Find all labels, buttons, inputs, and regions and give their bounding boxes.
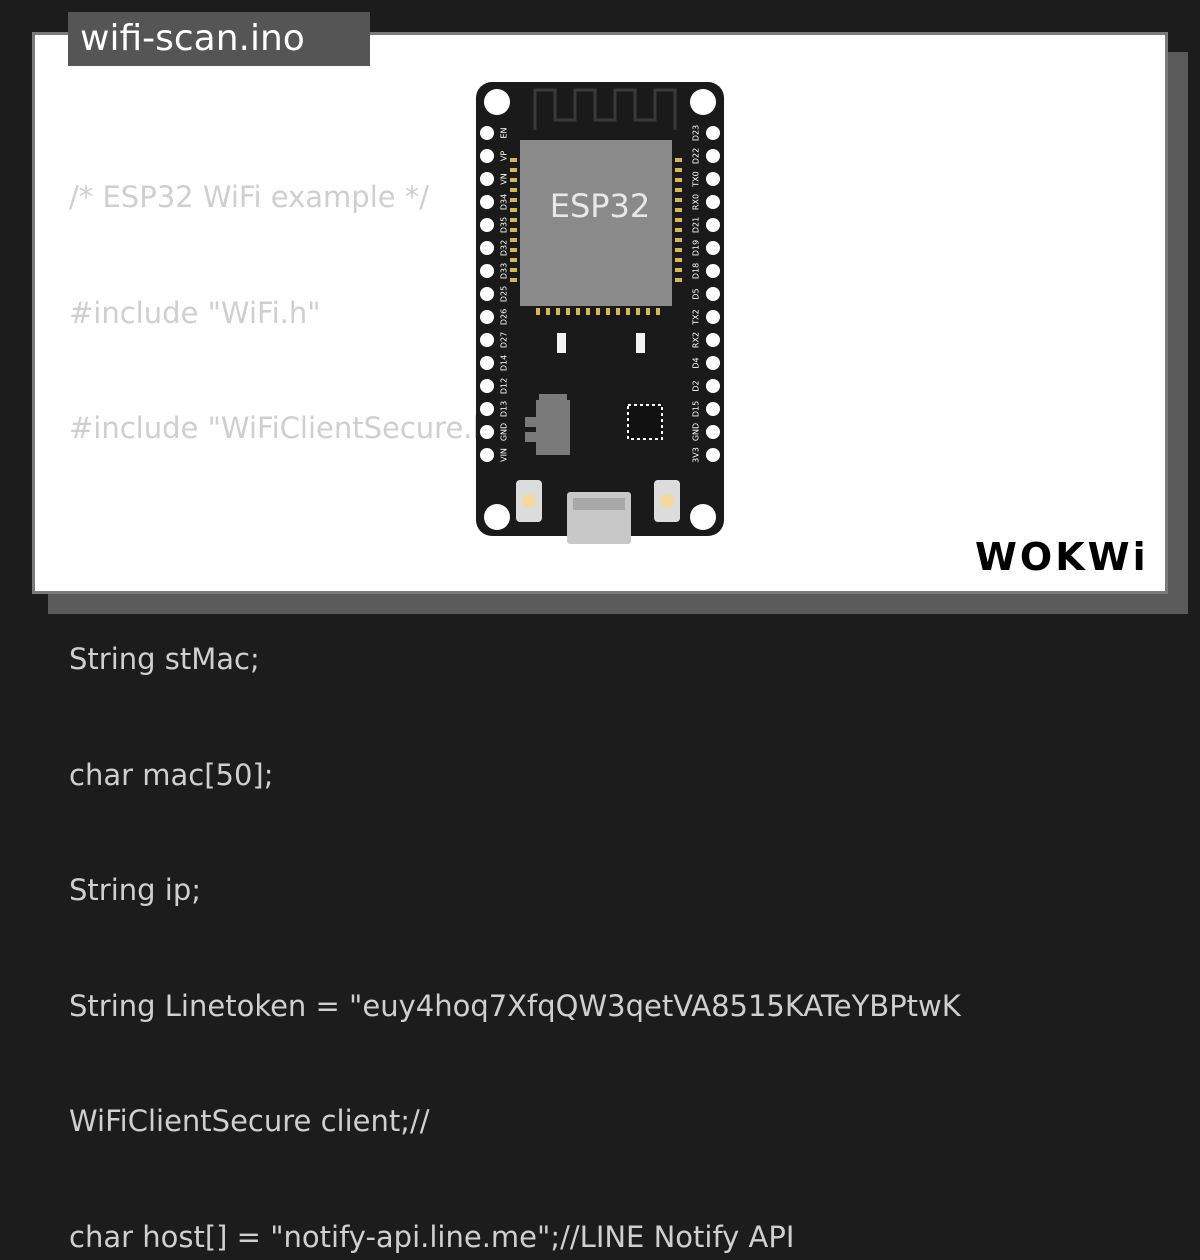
code-line: #include "WiFiClientSecure.h" (69, 411, 505, 445)
pin-label: D26 (500, 309, 509, 325)
filename-tab: wifi-scan.ino (68, 12, 370, 66)
pin-label: D32 (500, 240, 509, 256)
mount-hole (484, 89, 510, 115)
pin-label: D15 (692, 401, 701, 417)
code-line: /* ESP32 WiFi example */ (69, 180, 430, 214)
pin-label: D35 (500, 217, 509, 233)
code-line: #include "WiFi.h" (69, 295, 321, 330)
pin-label: RX0 (692, 194, 701, 210)
pin-label: D33 (500, 263, 509, 279)
left-pin-labels: EN VP VN D34 D35 D32 D33 D25 D26 D27 D14… (500, 127, 509, 461)
usb-serial-chip (627, 404, 663, 440)
pin-label: TX2 (692, 309, 701, 325)
pin-label: EN (500, 127, 509, 138)
pin-label: D19 (692, 240, 701, 256)
right-pin-holes (706, 126, 720, 462)
smd-component (636, 333, 645, 353)
esp32-chip (520, 140, 672, 306)
regulator-pin (525, 432, 536, 442)
code-line: String Linetoken = "euy4hoq7XfqQW3qetVA8… (69, 988, 961, 1023)
pin-label: D14 (500, 355, 509, 371)
pin-label: VN (500, 173, 509, 184)
pin-label: D27 (500, 332, 509, 348)
pin-label: RX2 (692, 332, 701, 348)
pin-label: TX0 (692, 171, 701, 187)
pin-label: VP (500, 151, 509, 161)
pin-label: D12 (500, 378, 509, 394)
pin-label: 3V3 (692, 447, 701, 463)
right-pin-labels: D23 D22 TX0 RX0 D21 D19 D18 D5 TX2 RX2 D… (692, 125, 701, 463)
pin-label: D18 (692, 263, 701, 279)
code-line: String ip; (69, 873, 202, 907)
voltage-regulator (536, 400, 570, 455)
pin-label: D21 (692, 217, 701, 233)
code-line: char mac[50]; (69, 757, 274, 792)
pin-label: D4 (692, 357, 701, 368)
pin-label: D13 (500, 401, 509, 417)
mount-hole (690, 504, 716, 530)
en-button-cap (660, 494, 674, 508)
pin-label: VIN (500, 448, 509, 462)
mount-hole (690, 89, 716, 115)
code-line: WiFiClientSecure client;// (69, 1104, 430, 1138)
pin-label: D22 (692, 148, 701, 164)
pin-label: D25 (500, 286, 509, 302)
pin-label: D5 (692, 288, 701, 299)
smd-component (557, 333, 566, 353)
antenna-trace (533, 88, 677, 130)
boot-button-cap (522, 494, 536, 508)
chip-pads (510, 158, 682, 315)
wokwi-logo: WOKWi (975, 535, 1149, 579)
pin-label: D23 (692, 125, 701, 141)
esp32-board: ESP32 EN VP VN D34 D35 D32 D33 D25 (476, 82, 724, 544)
regulator-pin (525, 417, 536, 427)
chip-label: ESP32 (550, 187, 651, 225)
regulator-tab (539, 394, 567, 400)
usb-port-inner (573, 498, 625, 510)
left-pin-holes (480, 126, 494, 462)
code-line: char host[] = "notify-api.line.me";//LIN… (69, 1219, 795, 1254)
code-line: String stMac; (69, 642, 260, 676)
pin-label: D34 (500, 194, 509, 210)
pin-label: D2 (692, 380, 701, 391)
pin-label: GND (500, 423, 509, 441)
pin-label: GND (692, 423, 701, 441)
mount-hole (484, 504, 510, 530)
